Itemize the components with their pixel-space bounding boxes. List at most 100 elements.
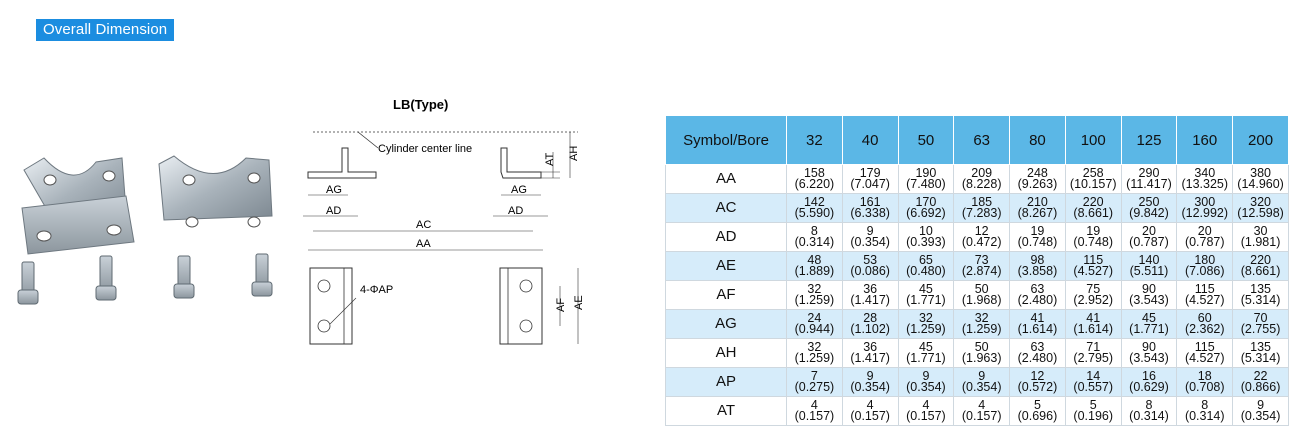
left-front-view <box>309 267 353 345</box>
header-bore: 160 <box>1176 115 1234 165</box>
table-cell: 9 (0.354) <box>1232 396 1289 426</box>
table-cell: 5 (0.696) <box>1009 396 1066 426</box>
left-bracket <box>21 157 135 255</box>
table-cell: 135 (5.314) <box>1232 338 1289 368</box>
header-bore: 63 <box>953 115 1011 165</box>
header-bore: 80 <box>1009 115 1066 165</box>
table-cell: 9 (0.354) <box>897 367 955 397</box>
table-cell: 65 (0.480) <box>897 251 955 281</box>
center-line-label: Cylinder center line <box>378 143 472 155</box>
table-cell: 73 (2.874) <box>953 251 1011 281</box>
table-cell: 290 (11.417) <box>1120 164 1178 194</box>
table-cell: 115 (4.527) <box>1176 338 1234 368</box>
table-cell: 8 (0.314) <box>1120 396 1178 426</box>
table-cell: 90 (3.543) <box>1120 280 1178 310</box>
header-bore: 100 <box>1064 115 1122 165</box>
table-cell: 19 (0.748) <box>1009 222 1066 252</box>
table-cell: 28 (1.102) <box>841 309 899 339</box>
table-cell: 60 (2.362) <box>1176 309 1234 339</box>
af-label: AF <box>555 298 567 312</box>
table-cell: 36 (1.417) <box>841 338 899 368</box>
table-cell: 4 (0.157) <box>953 396 1011 426</box>
table-cell: 32 (1.259) <box>786 338 843 368</box>
table-cell: 4 (0.157) <box>841 396 899 426</box>
table-cell: 179 (7.047) <box>841 164 899 194</box>
table-cell: 10 (0.393) <box>897 222 955 252</box>
table-cell: 4 (0.157) <box>897 396 955 426</box>
row-symbol: AG <box>665 309 787 339</box>
table-cell: 75 (2.952) <box>1064 280 1122 310</box>
at-label: AT <box>544 152 556 166</box>
table-cell: 158 (6.220) <box>786 164 843 194</box>
dimension-drawing: LB(Type) Cylinder center line AG AG AD A… <box>303 97 585 345</box>
table-cell: 248 (9.263) <box>1009 164 1066 194</box>
table-cell: 53 (0.086) <box>841 251 899 281</box>
table-cell: 41 (1.614) <box>1064 309 1122 339</box>
table-cell: 63 (2.480) <box>1009 280 1066 310</box>
table-cell: 22 (0.866) <box>1232 367 1289 397</box>
table-cell: 5 (0.196) <box>1064 396 1122 426</box>
hole-label: 4-ΦAP <box>360 284 393 296</box>
right-bracket <box>158 155 273 228</box>
ae-label: AE <box>573 295 585 310</box>
table-cell: 24 (0.944) <box>786 309 843 339</box>
ad-left-label: AD <box>326 205 341 217</box>
table-cell: 340 (13.325) <box>1176 164 1234 194</box>
table-cell: 50 (1.963) <box>953 338 1011 368</box>
table-cell: 45 (1.771) <box>1120 309 1178 339</box>
table-cell: 115 (4.527) <box>1064 251 1122 281</box>
table-cell: 45 (1.771) <box>897 338 955 368</box>
row-symbol: AH <box>665 338 787 368</box>
row-symbol: AE <box>665 251 787 281</box>
row-symbol: AD <box>665 222 787 252</box>
table-cell: 4 (0.157) <box>786 396 843 426</box>
table-cell: 50 (1.968) <box>953 280 1011 310</box>
table-cell: 115 (4.527) <box>1176 280 1234 310</box>
table-cell: 9 (0.354) <box>953 367 1011 397</box>
header-bore: 50 <box>897 115 955 165</box>
table-cell: 170 (6.692) <box>897 193 955 223</box>
table-cell: 63 (2.480) <box>1009 338 1066 368</box>
table-cell: 161 (6.338) <box>841 193 899 223</box>
table-cell: 7 (0.275) <box>786 367 843 397</box>
row-symbol: AA <box>665 164 787 194</box>
header-bore: 200 <box>1232 115 1289 165</box>
table-cell: 36 (1.417) <box>841 280 899 310</box>
table-cell: 20 (0.787) <box>1120 222 1178 252</box>
diagram-title: LB(Type) <box>393 97 448 112</box>
table-cell: 220 (8.661) <box>1064 193 1122 223</box>
ag-right-label: AG <box>511 184 527 196</box>
row-symbol: AT <box>665 396 787 426</box>
table-cell: 19 (0.748) <box>1064 222 1122 252</box>
header-bore: 125 <box>1120 115 1178 165</box>
table-cell: 190 (7.480) <box>897 164 955 194</box>
ag-left-label: AG <box>326 184 342 196</box>
ac-label: AC <box>416 219 431 231</box>
table-cell: 8 (0.314) <box>1176 396 1234 426</box>
bolts <box>17 253 273 305</box>
right-front-view <box>499 267 543 345</box>
aa-label: AA <box>416 238 431 250</box>
table-cell: 9 (0.354) <box>841 367 899 397</box>
table-cell: 12 (0.572) <box>1009 367 1066 397</box>
bracket-photo <box>17 155 273 305</box>
table-cell: 9 (0.354) <box>841 222 899 252</box>
table-cell: 135 (5.314) <box>1232 280 1289 310</box>
table-cell: 210 (8.267) <box>1009 193 1066 223</box>
row-symbol: AF <box>665 280 787 310</box>
table-cell: 250 (9.842) <box>1120 193 1178 223</box>
table-cell: 70 (2.755) <box>1232 309 1289 339</box>
row-symbol: AP <box>665 367 787 397</box>
header-symbol-bore: Symbol/Bore <box>665 115 787 165</box>
table-cell: 98 (3.858) <box>1009 251 1066 281</box>
table-cell: 140 (5.511) <box>1120 251 1178 281</box>
ah-label: AH <box>568 146 580 161</box>
table-cell: 180 (7.086) <box>1176 251 1234 281</box>
table-cell: 20 (0.787) <box>1176 222 1234 252</box>
table-cell: 90 (3.543) <box>1120 338 1178 368</box>
